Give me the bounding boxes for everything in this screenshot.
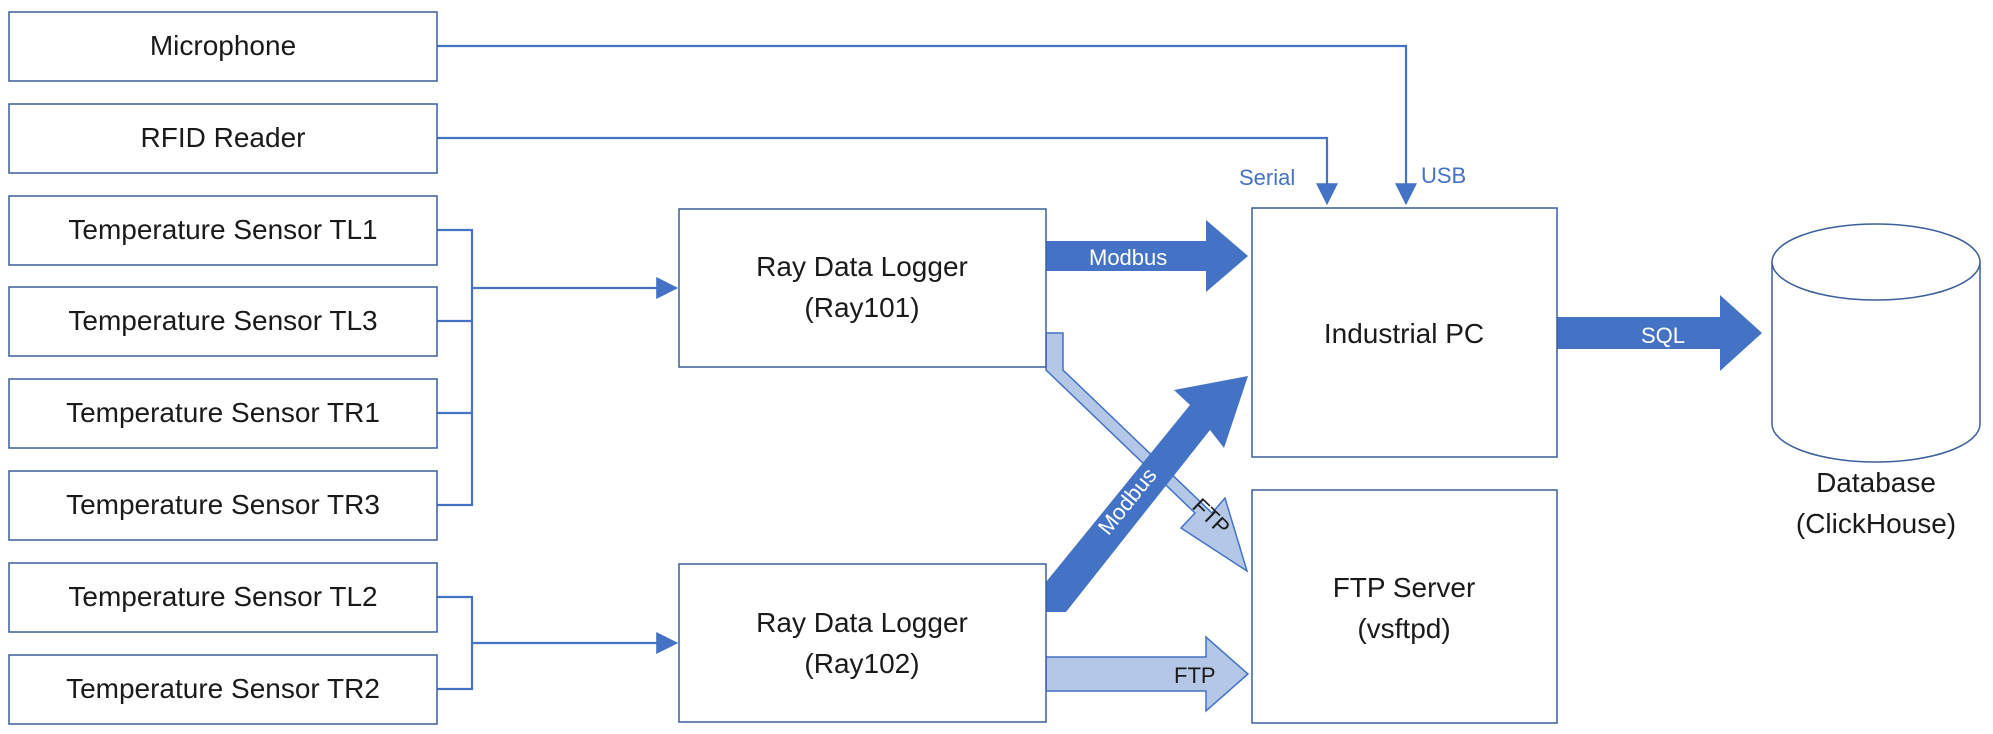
sensor-tr2-box: Temperature Sensor TR2: [8, 654, 438, 725]
database-subtitle: (ClickHouse): [1796, 508, 1956, 539]
microphone-box: Microphone: [8, 11, 438, 82]
rfid-reader-label: RFID Reader: [141, 122, 306, 153]
modbus-arrow-ray102-pc: [1046, 376, 1248, 612]
sensor-tl2-label: Temperature Sensor TL2: [68, 581, 377, 612]
industrial-pc-label: Industrial PC: [1324, 318, 1484, 349]
ray102-logger-box: Ray Data Logger (Ray102): [678, 563, 1047, 723]
sensor-tr1-box: Temperature Sensor TR1: [8, 378, 438, 449]
microphone-usb-connector: [437, 44, 1417, 206]
ftp-server-title: FTP Server: [1333, 572, 1476, 603]
microphone-label: Microphone: [150, 30, 296, 61]
sensor-tr1-label: Temperature Sensor TR1: [66, 397, 380, 428]
database-cylinder-icon: [1771, 223, 1981, 463]
sensor-tr3-label: Temperature Sensor TR3: [66, 489, 380, 520]
sensor-tr3-box: Temperature Sensor TR3: [8, 470, 438, 541]
industrial-pc-box: Industrial PC: [1251, 207, 1558, 458]
ray102-sensor-bus: [437, 595, 679, 691]
rfid-serial-connector: [437, 136, 1338, 206]
ray101-logger-box: Ray Data Logger (Ray101): [678, 208, 1047, 368]
sensor-tr2-label: Temperature Sensor TR2: [66, 673, 380, 704]
ftp-bottom-label: FTP: [1174, 663, 1216, 688]
ftp-server-box: FTP Server (vsftpd): [1251, 489, 1558, 724]
serial-label: Serial: [1239, 165, 1295, 190]
ftp-arrow-ray102-ftpserver: [1045, 635, 1250, 713]
sql-arrow-pc-database: [1557, 295, 1762, 371]
ray102-title: Ray Data Logger: [756, 607, 968, 638]
modbus-top-label: Modbus: [1089, 245, 1167, 270]
usb-label: USB: [1421, 163, 1466, 188]
ray102-id: (Ray102): [804, 648, 919, 679]
sensor-tl1-label: Temperature Sensor TL1: [68, 214, 377, 245]
sensor-tl1-box: Temperature Sensor TL1: [8, 195, 438, 266]
ftp-arrow-ray101-ftpserver: [1045, 332, 1249, 573]
ray101-sensor-bus: [437, 228, 679, 507]
sensor-tl2-box: Temperature Sensor TL2: [8, 562, 438, 633]
rfid-reader-box: RFID Reader: [8, 103, 438, 174]
sensor-tl3-label: Temperature Sensor TL3: [68, 305, 377, 336]
database-title: Database: [1816, 467, 1936, 498]
modbus-arrow-ray101-pc: [1046, 220, 1248, 292]
ray101-title: Ray Data Logger: [756, 251, 968, 282]
ftp-server-subtitle: (vsftpd): [1357, 613, 1450, 644]
sql-label: SQL: [1641, 323, 1685, 348]
sensor-tl3-box: Temperature Sensor TL3: [8, 286, 438, 357]
ray101-id: (Ray101): [804, 292, 919, 323]
